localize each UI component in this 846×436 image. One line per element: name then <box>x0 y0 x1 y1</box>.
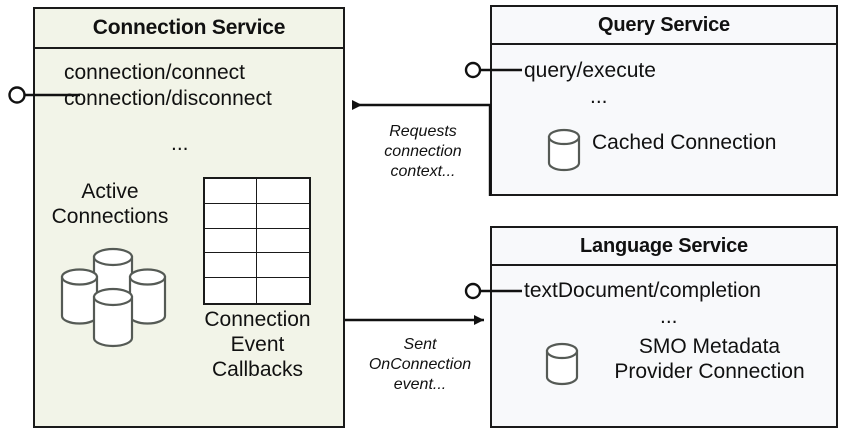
table-cell <box>257 228 309 254</box>
connection-service-title: Connection Service <box>35 9 343 49</box>
table-cell <box>205 203 257 229</box>
table-cell <box>205 228 257 254</box>
active-connections-cylinder-cluster <box>60 247 167 348</box>
query-service-title: Query Service <box>492 7 836 45</box>
callbacks-label-line2: Event <box>230 332 285 356</box>
interface-connection-connect: connection/connect <box>64 61 245 84</box>
connection-service-interface-list: connection/connect connection/disconnect <box>64 60 272 111</box>
edge-label-line2: connection <box>384 143 462 160</box>
table-cell <box>205 278 257 303</box>
edge-label-line1: Sent <box>403 336 437 353</box>
edge-label-line2: OnConnection <box>368 356 472 373</box>
interface-query-execute: query/execute <box>524 59 656 82</box>
connection-service-ellipsis: ... <box>171 132 189 155</box>
query-service-component[interactable]: Query Service <box>490 5 838 196</box>
callbacks-label-line3: Callbacks <box>211 357 304 381</box>
database-cylinder-icon <box>547 128 581 172</box>
database-cylinder-icon <box>128 268 167 325</box>
language-service-ellipsis: ... <box>660 305 678 328</box>
table-cell <box>205 253 257 279</box>
edge-label-requests-connection-context: Requests connection context... <box>363 122 483 182</box>
table-cell <box>257 203 309 229</box>
edge-label-line3: context... <box>390 163 456 180</box>
table-cell <box>257 253 309 279</box>
connection-event-callbacks-table <box>203 177 311 305</box>
table-cell <box>257 278 309 303</box>
language-service-component[interactable]: Language Service <box>490 226 838 428</box>
language-service-title: Language Service <box>492 228 836 266</box>
cached-connection-label: Cached Connection <box>592 131 777 154</box>
callbacks-label-line1: Connection <box>204 308 311 331</box>
interface-connection-disconnect: connection/disconnect <box>64 86 272 110</box>
language-service-interface-list: textDocument/completion <box>524 278 761 304</box>
edge-label-line1: Requests <box>389 123 457 140</box>
connection-event-callbacks-label: Connection Event Callbacks <box>185 308 330 382</box>
database-cylinder-icon <box>60 268 99 325</box>
database-cylinder-icon <box>92 287 134 348</box>
table-cell <box>257 179 309 204</box>
smo-metadata-provider-connection-label: SMO Metadata Provider Connection <box>592 335 827 385</box>
table-cell <box>205 179 257 204</box>
database-cylinder-icon <box>545 342 579 386</box>
active-connections-label: Active Connections <box>40 180 180 230</box>
query-service-ellipsis: ... <box>590 85 608 108</box>
edge-label-sent-onconnection-event: Sent OnConnection event... <box>355 335 485 395</box>
active-connections-label-line1: Active <box>81 180 139 203</box>
edge-label-line3: event... <box>393 376 447 393</box>
query-service-interface-list: query/execute <box>524 58 656 84</box>
smo-label-line1: SMO Metadata <box>638 335 781 358</box>
smo-label-line2: Provider Connection <box>614 359 805 383</box>
interface-textdocument-completion: textDocument/completion <box>524 279 761 302</box>
active-connections-label-line2: Connections <box>51 204 169 228</box>
